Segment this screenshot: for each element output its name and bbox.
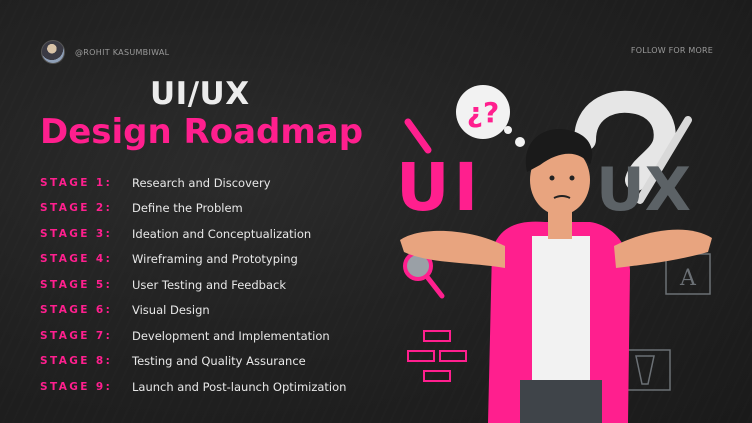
question-mark-shape: [574, 90, 676, 191]
stage-item: STAGE 3: Ideation and Conceptualization: [40, 221, 346, 247]
eye: [549, 175, 555, 181]
follow-text: FOLLOW FOR MORE: [630, 46, 713, 55]
stage-label: STAGE 7:: [40, 329, 113, 342]
stage-label: STAGE 8:: [40, 355, 113, 368]
stage-text: Visual Design: [132, 303, 210, 318]
ui-letters: UI: [396, 149, 482, 226]
left-hand: [400, 230, 505, 268]
stage-label: STAGE 5:: [40, 278, 113, 291]
stage-label: STAGE 4:: [40, 253, 113, 266]
stage-text: Research and Discovery: [132, 175, 271, 190]
title-line-2: Design Roadmap: [40, 112, 364, 152]
person-pants: [520, 380, 602, 423]
stage-label: STAGE 2:: [40, 202, 113, 215]
eye: [569, 175, 575, 181]
title-line-1: UI/UX: [150, 76, 250, 112]
stage-list: STAGE 1: Research and Discovery STAGE 2: D…: [40, 170, 346, 400]
author-badge: @ROHIT KASUMBIWAL: [41, 40, 169, 64]
stage-item: STAGE 7: Development and Implementation: [40, 323, 346, 349]
right-hand: [614, 229, 712, 268]
stage-text: Wireframing and Prototyping: [132, 252, 298, 267]
author-handle: @ROHIT KASUMBIWAL: [75, 47, 170, 57]
stage-text: Development and Implementation: [132, 328, 330, 343]
head: [530, 145, 590, 215]
pencil-icon: [404, 118, 432, 154]
thought-dot: [515, 137, 525, 147]
stage-item: STAGE 6: Visual Design: [40, 298, 346, 324]
bubble-text: ¿?: [467, 96, 499, 129]
flowchart-icon: [407, 330, 467, 382]
stage-label: STAGE 1:: [40, 176, 113, 189]
stage-item: STAGE 5: User Testing and Feedback: [40, 272, 346, 298]
pen-tool: [636, 116, 692, 204]
mouth: [553, 195, 571, 199]
hair: [525, 129, 593, 172]
stage-label: STAGE 9:: [40, 380, 113, 393]
thought-dot: [504, 126, 512, 134]
stage-text: Testing and Quality Assurance: [132, 354, 306, 369]
stage-text: Ideation and Conceptualization: [132, 226, 312, 241]
stage-label: STAGE 3:: [40, 227, 113, 240]
ux-letters: UX: [596, 155, 691, 225]
stage-item: STAGE 8: Testing and Quality Assurance: [40, 349, 346, 375]
type-glyph: A: [679, 266, 697, 291]
stage-item: STAGE 1: Research and Discovery: [40, 170, 346, 196]
stage-text: User Testing and Feedback: [132, 277, 287, 292]
person-tshirt: [532, 236, 590, 386]
stage-label: STAGE 6:: [40, 304, 113, 317]
stage-item: STAGE 9: Launch and Post-launch Optimizat…: [40, 374, 346, 400]
stage-text: Launch and Post-launch Optimization: [132, 379, 347, 394]
stage-text: Define the Problem: [132, 201, 243, 216]
stage-item: STAGE 2: Define the Problem: [40, 196, 346, 222]
avatar: [41, 40, 65, 64]
thought-bubble: [456, 85, 510, 139]
stage-item: STAGE 4: Wireframing and Prototyping: [40, 247, 346, 273]
magnifier-handle: [425, 275, 445, 299]
